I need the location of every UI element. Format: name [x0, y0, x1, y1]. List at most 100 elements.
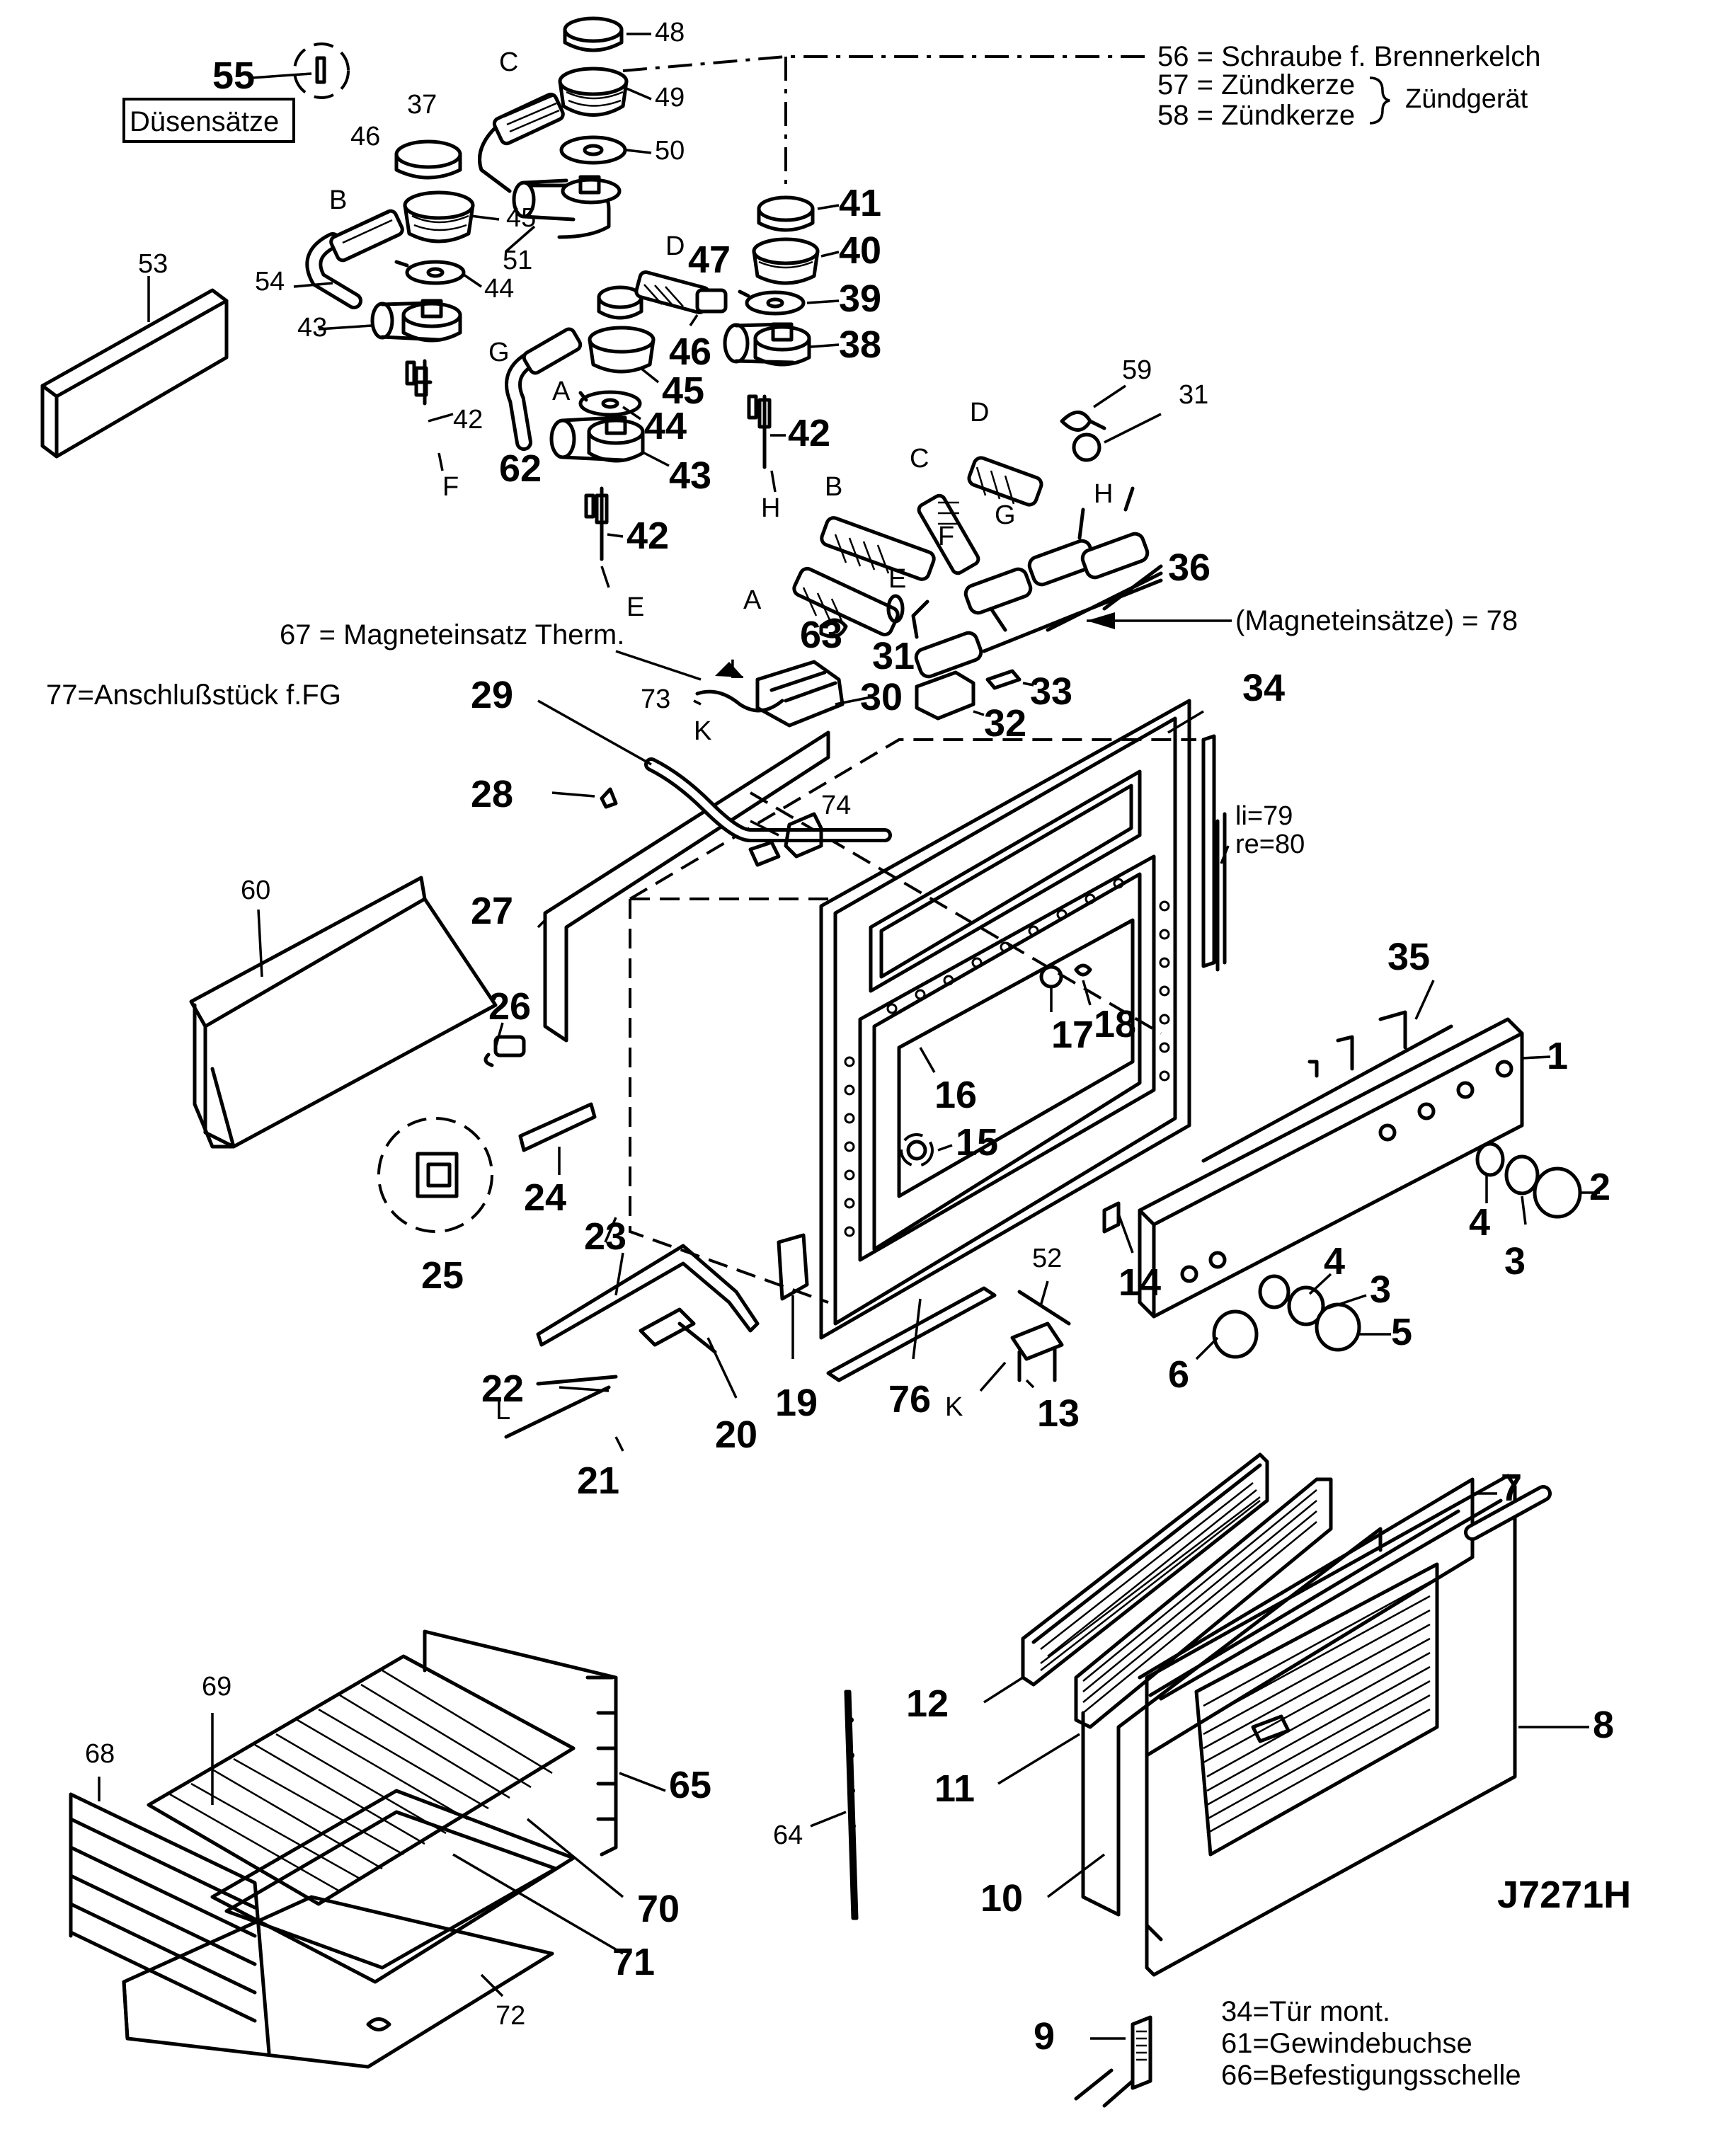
part-5: 5	[1391, 1311, 1412, 1353]
part-53: 53	[138, 249, 168, 279]
letter-F-right: F	[938, 522, 954, 551]
part-55-number: 55	[212, 55, 255, 97]
part-30: 30	[860, 676, 903, 718]
letter-K-bottom: K	[945, 1392, 963, 1422]
letter-B-top: B	[329, 185, 347, 215]
part-42-right: 42	[788, 412, 830, 454]
magnet-inserts-36	[792, 411, 1163, 679]
notes: 67 = Magneteinsatz Therm. (Magneteinsätz…	[46, 605, 1518, 859]
part-20: 20	[715, 1414, 757, 1456]
legend-57: 57 = Zündkerze	[1157, 69, 1355, 101]
part-17: 17	[1051, 1014, 1094, 1056]
part-15: 15	[956, 1121, 998, 1164]
part-46-left: 46	[350, 122, 380, 151]
part-43-left: 43	[297, 313, 327, 343]
part-3-upper: 3	[1504, 1240, 1526, 1283]
drawing-code: J7271H	[1497, 1874, 1631, 1916]
part-59: 59	[1122, 355, 1152, 385]
footer-34: 34=Tür mont.	[1221, 1996, 1390, 2027]
part-25: 25	[421, 1254, 464, 1297]
part-7: 7	[1501, 1467, 1522, 1509]
part-46-center: 46	[669, 331, 711, 373]
part-23: 23	[584, 1215, 626, 1258]
part-71: 71	[612, 1941, 655, 1983]
legend-group-label: Zündgerät	[1405, 84, 1528, 114]
part-40: 40	[839, 229, 881, 272]
oven-door	[1021, 1452, 1552, 2108]
top-legend: 56 = Schraube f. Brennerkelch 57 = Zündk…	[622, 41, 1540, 191]
part-35: 35	[1387, 936, 1430, 978]
letter-K-top: K	[694, 716, 711, 746]
part-4-upper: 4	[1469, 1201, 1490, 1244]
part-1: 1	[1547, 1035, 1568, 1077]
part-49: 49	[655, 83, 685, 113]
part-60	[189, 876, 498, 1149]
part-63: 63	[800, 614, 842, 656]
part-38: 38	[839, 323, 881, 366]
part-16: 16	[934, 1074, 977, 1116]
part-3-lower: 3	[1370, 1268, 1391, 1311]
part-33: 33	[1030, 670, 1072, 713]
part-62: 62	[499, 447, 542, 490]
letter-A-top: A	[552, 377, 571, 406]
letter-C-right: C	[910, 444, 929, 474]
part-27: 27	[471, 890, 513, 932]
rack-and-tray	[69, 1629, 859, 2069]
part-36: 36	[1168, 546, 1211, 589]
part-21: 21	[577, 1460, 619, 1502]
part-19: 19	[775, 1382, 818, 1424]
part-47: 47	[688, 239, 731, 281]
part-42-left: 42	[453, 405, 483, 435]
part-13: 13	[1037, 1392, 1080, 1435]
part-18: 18	[1094, 1003, 1136, 1045]
part-10: 10	[980, 1877, 1023, 1920]
letter-H-top: H	[761, 493, 780, 523]
boxed-label-55: 55 Düsensätze	[122, 42, 350, 143]
part-4-lower: 4	[1324, 1240, 1345, 1283]
part-43-center: 43	[669, 454, 711, 497]
part-65: 65	[669, 1764, 711, 1806]
burner-parts-top	[305, 16, 820, 561]
letter-H-right: H	[1094, 479, 1113, 509]
part-29: 29	[471, 674, 513, 716]
part-34: 34	[1242, 667, 1285, 709]
letter-D-right: D	[970, 398, 989, 428]
part-39: 39	[839, 277, 881, 320]
letter-B-right: B	[825, 472, 842, 502]
part-28: 28	[471, 773, 513, 815]
leader-lines	[98, 33, 1600, 2040]
part-31-top: 31	[1179, 380, 1208, 410]
note-magnet-therm: 67 = Magneteinsatz Therm.	[280, 619, 624, 650]
letter-G-top: G	[488, 338, 510, 367]
part-45-left: 45	[506, 203, 536, 233]
part-26: 26	[488, 985, 531, 1028]
part-44-left: 44	[484, 274, 514, 304]
part-6: 6	[1168, 1353, 1189, 1396]
note-magnet-inserts: (Magneteinsätze) = 78	[1235, 605, 1518, 636]
part-24: 24	[524, 1176, 566, 1219]
letter-G-right: G	[995, 500, 1016, 530]
part-44-center: 44	[644, 405, 687, 447]
reference-line-56	[622, 55, 1147, 72]
letter-markers: C B D G A F H E D C B H F G A E L K L K	[329, 47, 1113, 1426]
note-connector: 77=Anschlußstück f.FG	[46, 680, 341, 711]
part-numbers: 48 49 50 46 45 44 51 37 54 43 42 62 46 4…	[85, 18, 1614, 2058]
part-8: 8	[1593, 1704, 1614, 1746]
part-14: 14	[1118, 1261, 1161, 1304]
control-panel	[1138, 1010, 1582, 1359]
footer-61: 61=Gewindebuchse	[1221, 2028, 1472, 2059]
part-32: 32	[984, 702, 1026, 745]
part-70: 70	[637, 1888, 680, 1930]
letter-E-right: E	[888, 564, 906, 594]
part-72: 72	[496, 2001, 525, 2031]
part-11: 11	[934, 1767, 975, 1810]
part-41: 41	[839, 182, 881, 224]
part-12: 12	[906, 1682, 949, 1725]
part-60: 60	[241, 876, 270, 905]
part-68: 68	[85, 1739, 115, 1769]
legend-brace	[1369, 76, 1390, 125]
part-48: 48	[655, 18, 685, 47]
note-re: re=80	[1235, 830, 1305, 859]
letter-L-bottom: L	[496, 1396, 510, 1426]
